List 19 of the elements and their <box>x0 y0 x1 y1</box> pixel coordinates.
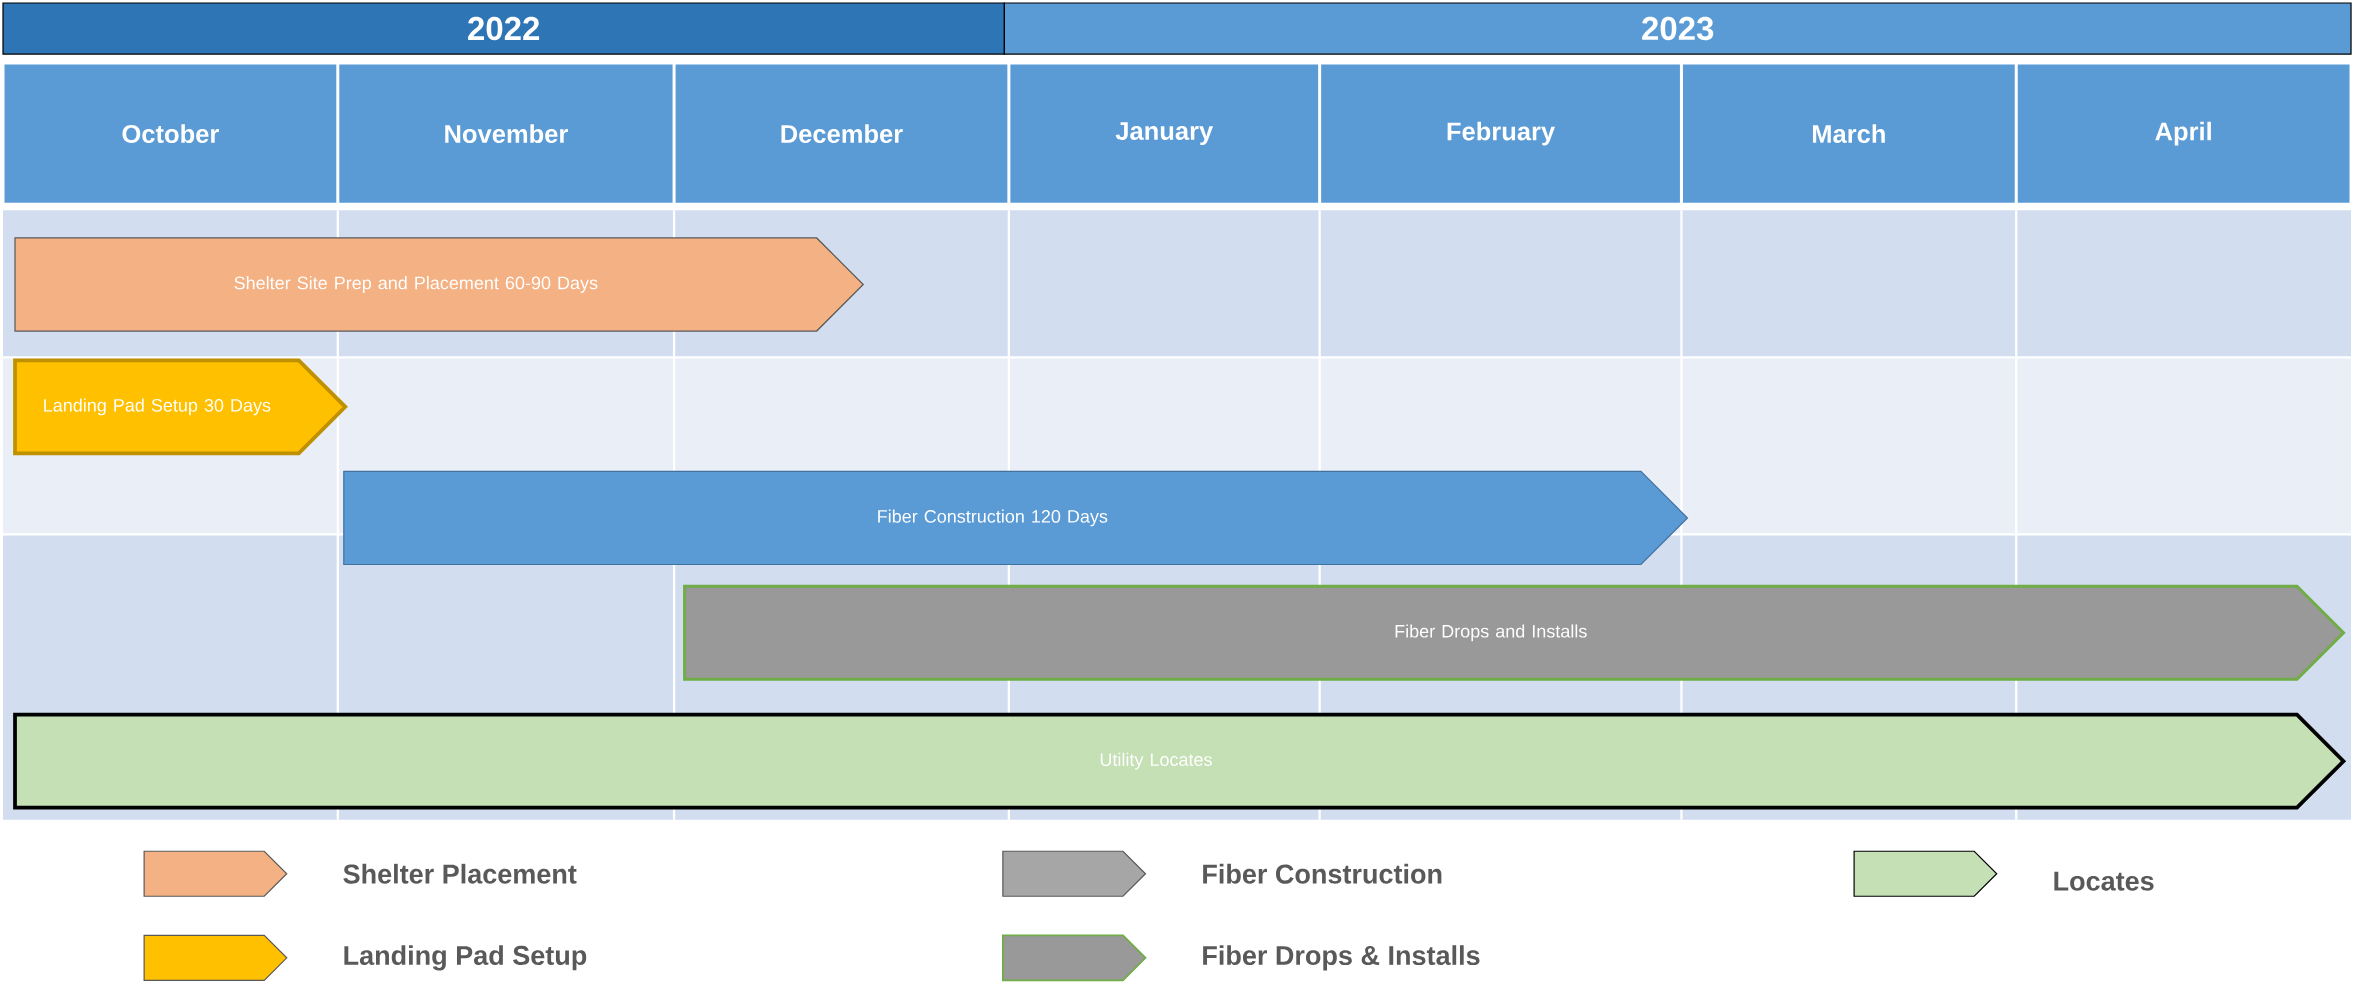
task-bar: Utility Locates <box>13 712 2347 810</box>
month-header: April <box>2017 64 2350 203</box>
month-header: January <box>1010 64 1319 203</box>
legend-label: Locates <box>2054 871 2154 891</box>
task-bar: Landing Pad Setup 30 Days <box>13 358 348 456</box>
task-bar: Fiber Drops and Installs <box>683 584 2346 681</box>
legend-label: Shelter Placement <box>343 863 577 884</box>
legend-label: Fiber Construction <box>1203 863 1442 884</box>
legend-label: Landing Pad Setup <box>344 945 587 971</box>
month-header: February <box>1321 64 1680 203</box>
month-header: December <box>675 64 1008 203</box>
year-header: 2022 <box>2 2 1005 55</box>
year-header: 2023 <box>1003 2 2352 55</box>
legend-label: Fiber Drops & Installs <box>1203 945 1480 971</box>
task-bar: Shelter Site Prep and Placement 60-90 Days <box>14 237 865 332</box>
task-bar: Fiber Construction 120 Days <box>343 470 1689 565</box>
month-header: November <box>339 64 673 203</box>
month-header: October <box>4 64 337 203</box>
month-header: March <box>1682 64 2015 203</box>
